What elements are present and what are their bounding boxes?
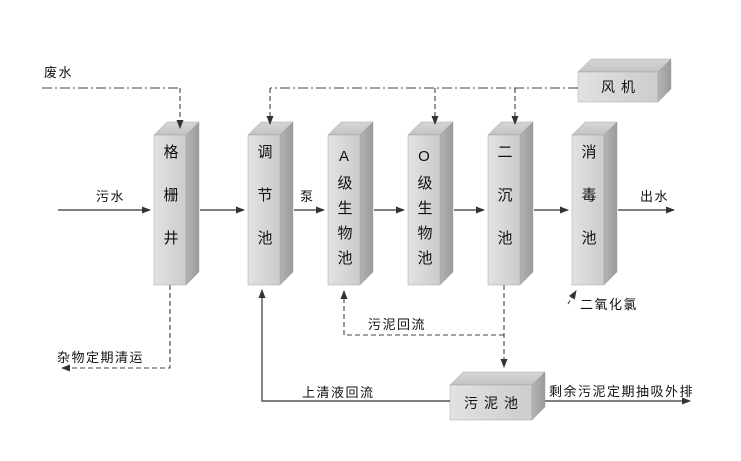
tank-label-disinfection-text: 消毒池 [579, 144, 597, 273]
sludge-return-arrow [340, 290, 504, 336]
supernatant-return-arrow [258, 289, 450, 402]
blower-label: 风机 [578, 72, 658, 102]
tank-side-face [519, 121, 534, 286]
tank-label-disinfection: 消毒池 [572, 135, 604, 285]
tank-side-face [279, 121, 294, 286]
sludge-tank-top-face [449, 371, 546, 386]
label-sewage: 污水 [96, 189, 126, 204]
tank-front-face [153, 134, 187, 286]
label-excess-sludge-discharge: 剩余污泥定期抽吸外排 [549, 384, 695, 399]
tank-label-a-bio-text: A级生物池 [335, 148, 353, 275]
tank-label-regulating: 调节池 [248, 135, 280, 285]
blower-label-text: 风机 [601, 79, 641, 95]
tank-disinfection [571, 121, 618, 286]
tank-side-face [603, 121, 618, 286]
tank-side-face [439, 121, 454, 286]
blower-box [577, 58, 672, 103]
tank-label-grid-well: 格栅井 [154, 135, 186, 285]
tank-label-secondary-clarifier-text: 二沉池 [495, 144, 513, 273]
tank-o-bio [407, 121, 454, 286]
label-debris-removal: 杂物定期清运 [57, 350, 145, 365]
tank-front-face [247, 134, 281, 286]
sludge-tank-label-text: 污泥池 [464, 394, 524, 411]
label-supernatant-return: 上清液回流 [302, 385, 375, 400]
blower-top-face [577, 58, 672, 73]
tank-label-grid-well-text: 格栅井 [161, 144, 179, 273]
tank-label-regulating-text: 调节池 [255, 144, 273, 273]
tank-label-o-bio-text: O级生物池 [415, 148, 433, 275]
label-chlorine-dioxide: 二氧化氯 [580, 297, 639, 312]
sludge-tank-label: 污泥池 [450, 385, 532, 420]
tank-front-face [407, 134, 441, 286]
tank-regulating [247, 121, 294, 286]
debris-removal-arrow [61, 285, 171, 372]
tank-a-bio [327, 121, 374, 286]
sludge-tank-box [449, 371, 546, 421]
label-sludge-return: 污泥回流 [368, 317, 427, 332]
tank-front-face [487, 134, 521, 286]
sludge-tank-front-face [449, 384, 533, 421]
label-wastewater: 废水 [44, 65, 74, 80]
blower-front-face [577, 71, 659, 103]
chlorine-dosing-arrow [567, 290, 577, 305]
tank-side-face [359, 121, 374, 286]
tank-grid-well [153, 121, 200, 286]
tank-label-secondary-clarifier: 二沉池 [488, 135, 520, 285]
tank-front-face [327, 134, 361, 286]
tank-label-o-bio: O级生物池 [408, 135, 440, 285]
label-effluent: 出水 [640, 189, 670, 204]
tank-label-a-bio: A级生物池 [328, 135, 360, 285]
label-pump: 泵 [300, 189, 315, 204]
tank-front-face [571, 134, 605, 286]
tank-secondary-clarifier [487, 121, 534, 286]
tank-side-face [185, 121, 200, 286]
